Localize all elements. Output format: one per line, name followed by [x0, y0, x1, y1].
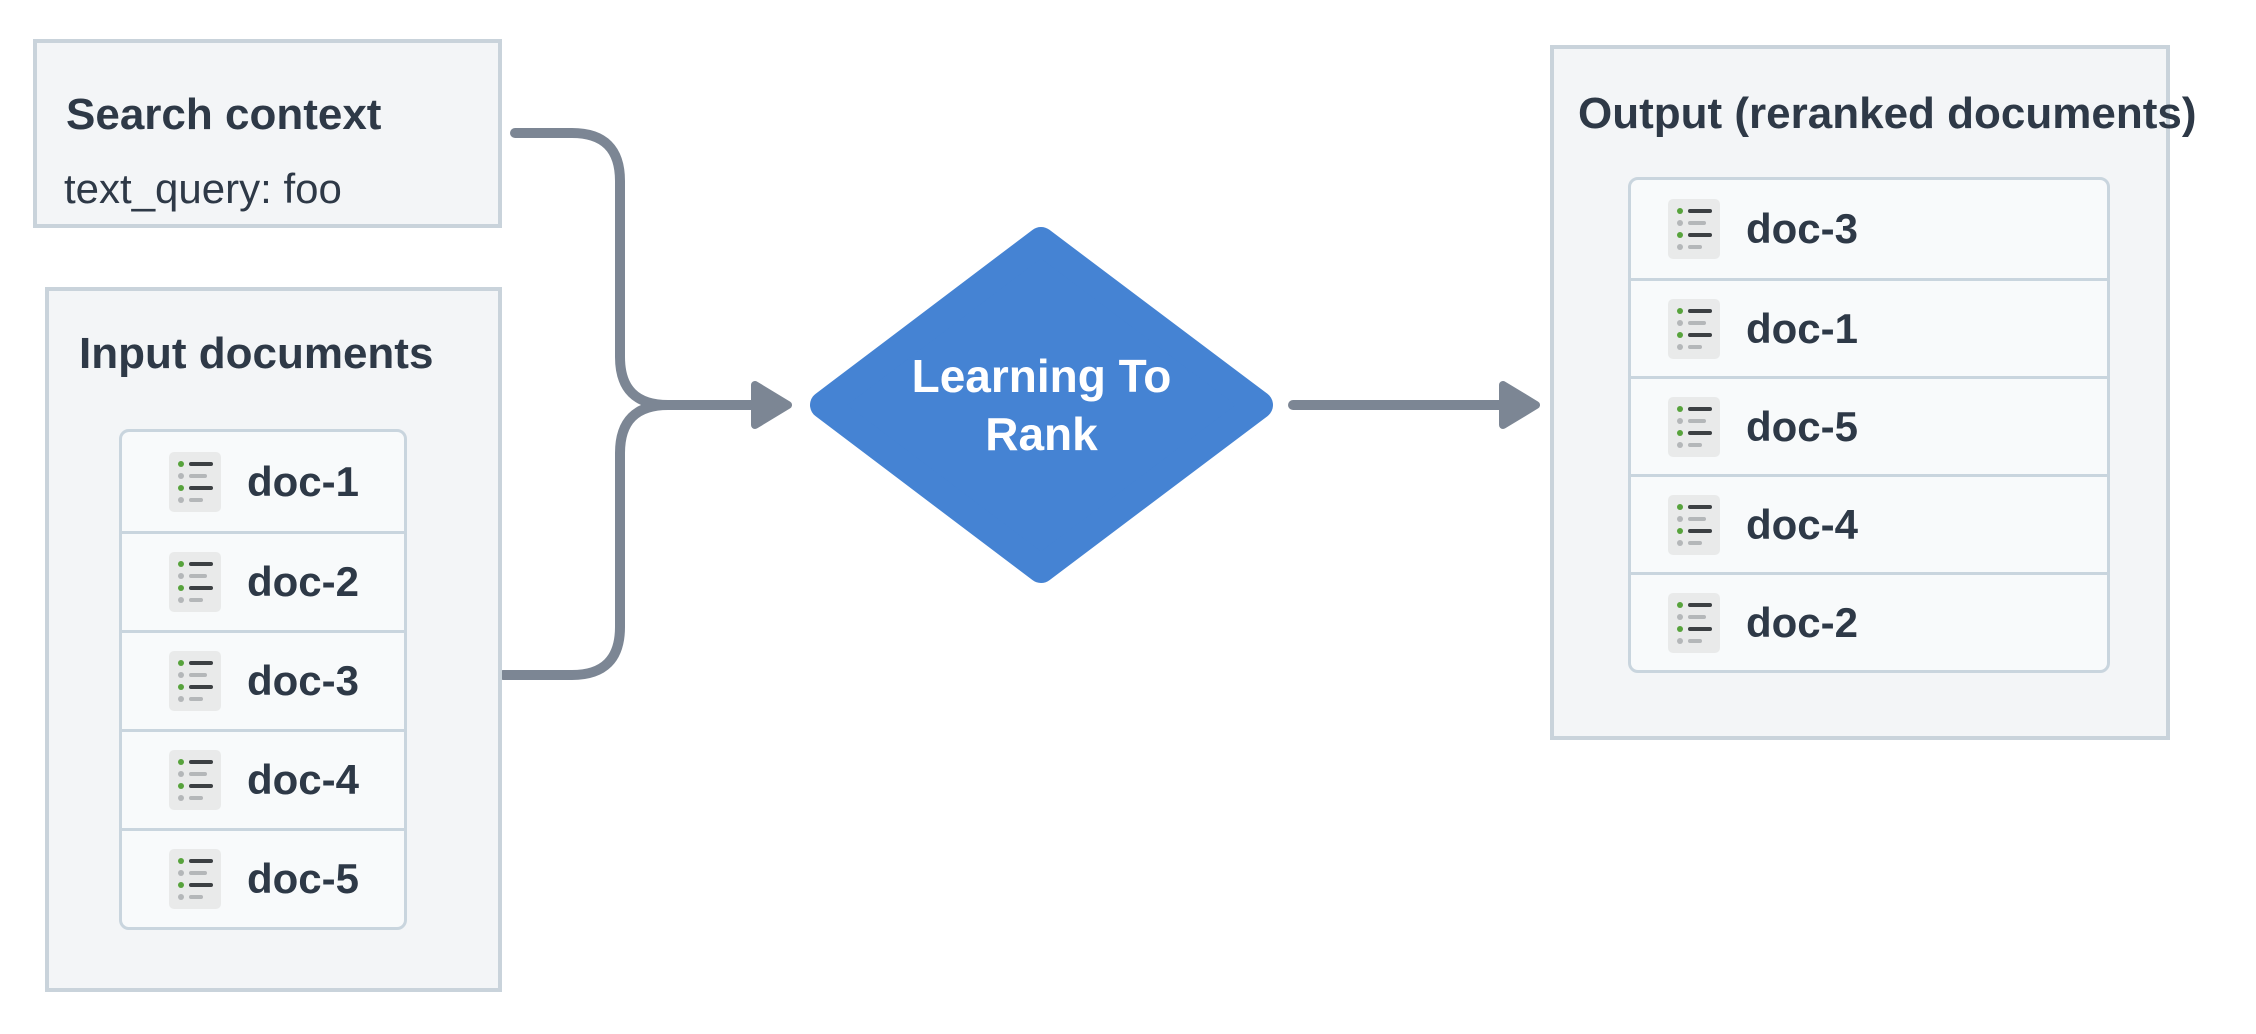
document-label: doc-4	[1746, 500, 1859, 548]
document-row: doc-3	[1631, 180, 2107, 278]
arrowhead-into-diamond-icon	[751, 381, 792, 429]
document-list-icon	[1668, 298, 1720, 359]
document-label: doc-2	[1746, 598, 1859, 646]
document-row: doc-1	[122, 432, 404, 531]
search-context-query: text_query: foo	[64, 165, 342, 212]
input-documents-connector	[498, 400, 673, 680]
diamond-label-line2: Rank	[985, 408, 1098, 460]
document-row: doc-3	[122, 630, 404, 729]
input-documents-list: doc-1 doc-2	[119, 429, 407, 930]
input-documents-title: Input documents	[79, 329, 434, 378]
document-list-icon	[169, 849, 221, 909]
document-label: doc-4	[247, 756, 360, 803]
document-row: doc-4	[122, 729, 404, 828]
diamond-label-line1: Learning To	[911, 350, 1172, 402]
document-row: doc-1	[1631, 278, 2107, 376]
output-panel: Output (reranked documents) doc-3	[1550, 45, 2197, 740]
document-row: doc-2	[1631, 572, 2107, 670]
document-label: doc-1	[1746, 304, 1859, 352]
learning-to-rank-diamond	[810, 227, 1273, 583]
document-label: doc-1	[247, 457, 360, 505]
document-label: doc-5	[1746, 402, 1859, 450]
search-context-panel: Search context text_query: foo	[33, 39, 502, 228]
document-row: doc-2	[122, 531, 404, 630]
document-label: doc-2	[247, 558, 360, 605]
document-row: doc-4	[1631, 474, 2107, 572]
document-label: doc-3	[247, 657, 360, 704]
search-context-connector	[510, 128, 763, 410]
document-list-icon	[169, 651, 221, 711]
diamond-label: Learning To Rank	[810, 230, 1273, 580]
document-label: doc-3	[1746, 205, 1859, 252]
document-list-icon	[1668, 592, 1720, 653]
input-documents-panel: Input documents doc-1	[45, 287, 502, 992]
document-list-icon	[169, 451, 221, 512]
output-title: Output (reranked documents)	[1578, 89, 2197, 138]
search-context-title: Search context	[66, 90, 382, 139]
document-list-icon	[169, 750, 221, 810]
document-row: doc-5	[122, 828, 404, 927]
document-list-icon	[169, 552, 221, 612]
arrowhead-into-output-icon	[1499, 381, 1540, 429]
document-row: doc-5	[1631, 376, 2107, 474]
document-label: doc-5	[247, 855, 360, 902]
document-list-icon	[1668, 494, 1720, 555]
document-list-icon	[1668, 396, 1720, 457]
output-documents-list: doc-3 doc-1	[1628, 177, 2110, 673]
document-list-icon	[1668, 199, 1720, 259]
